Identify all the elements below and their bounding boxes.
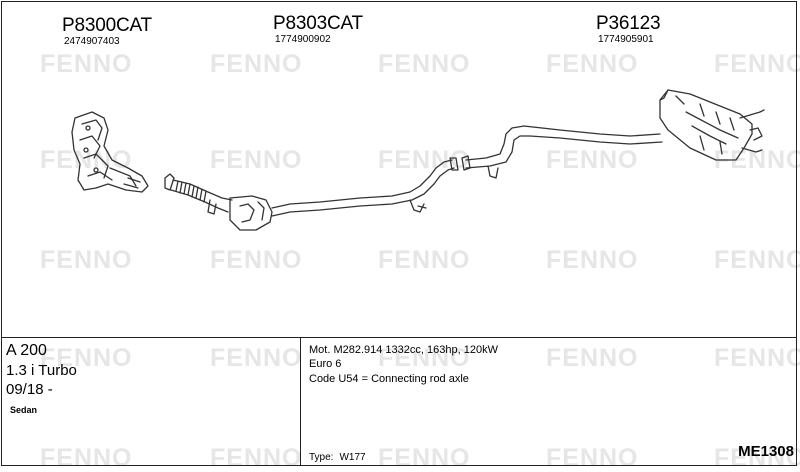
part-number[interactable]: P8303CAT (273, 13, 363, 34)
part-oem-number: 1774905901 (598, 34, 654, 45)
spec-emission: Euro 6 (309, 358, 342, 370)
rear-silencer-drawing (461, 89, 765, 179)
watermark-text: FENNO (714, 246, 800, 274)
watermark-text: FENNO (210, 344, 303, 372)
vehicle-engine: 1.3 i Turbo (6, 362, 77, 379)
watermark-text: FENNO (378, 444, 471, 472)
type-value: W177 (339, 452, 366, 463)
vehicle-model: A 200 (6, 342, 47, 359)
watermark-text: FENNO (546, 50, 639, 78)
part-block-3: P36123 1774905901 (596, 13, 661, 46)
part-number[interactable]: P36123 (596, 13, 661, 34)
type-label: Type: (309, 452, 334, 463)
watermark-text: FENNO (714, 344, 800, 372)
part-number[interactable]: P8300CAT (62, 15, 152, 36)
watermark-text: FENNO (378, 246, 471, 274)
info-divider-horizontal (1, 337, 797, 338)
watermark-text: FENNO (210, 444, 303, 472)
watermark-text: FENNO (378, 50, 471, 78)
watermark-text: FENNO (546, 146, 639, 174)
watermark-text: FENNO (714, 444, 800, 472)
watermark-text: FENNO (40, 344, 133, 372)
watermark-text: FENNO (546, 344, 639, 372)
front-pipe-catalyst-drawing (164, 157, 459, 231)
watermark-text: FENNO (210, 50, 303, 78)
info-divider-vertical (300, 337, 301, 466)
manifold-catalyst-drawing (71, 111, 149, 193)
watermark-text: FENNO (40, 444, 133, 472)
spec-engine: Mot. M282.914 1332cc, 163hp, 120kW (309, 344, 498, 356)
vehicle-year: 09/18 - (6, 381, 53, 398)
watermark-text: FENNO (714, 50, 800, 78)
spec-code: Code U54 = Connecting rod axle (309, 373, 469, 385)
watermark-text: FENNO (546, 444, 639, 472)
part-oem-number: 2474907403 (64, 36, 120, 47)
vehicle-body: Sedan (10, 405, 38, 415)
watermark-text: FENNO (378, 344, 471, 372)
watermark-text: FENNO (546, 246, 639, 274)
part-block-2: P8303CAT 1774900902 (273, 14, 363, 46)
reference-code: ME1308 (738, 443, 794, 460)
watermark-text: FENNO (40, 246, 133, 274)
watermark-text: FENNO (40, 50, 133, 78)
part-oem-number: 1774900902 (275, 34, 331, 45)
watermark-text: FENNO (210, 246, 303, 274)
part-block-1: P8300CAT 2474907403 (62, 16, 152, 48)
type-row: Type: W177 (309, 452, 372, 464)
watermark-text: FENNO (210, 146, 303, 174)
